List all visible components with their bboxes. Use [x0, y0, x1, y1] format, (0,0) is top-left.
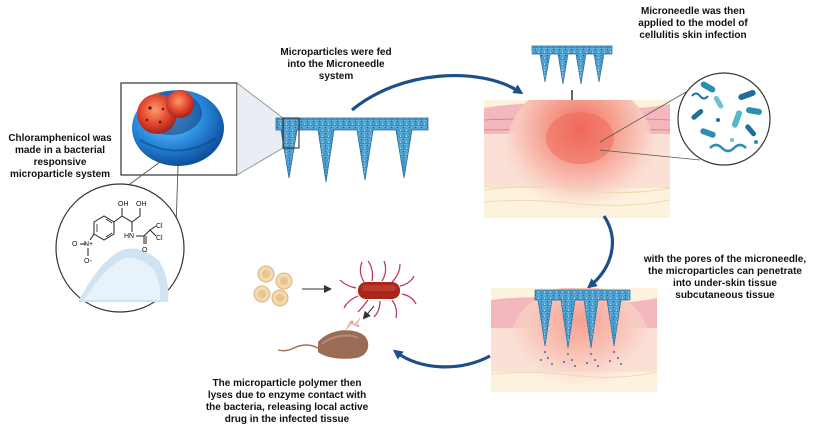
- cl-label-2: Cl: [156, 235, 163, 242]
- label-chloramphenicol: Chloramphenicol was made in a bacterial …: [8, 133, 112, 180]
- label-fed-into-microneedle: Microparticles were fed into the Microne…: [280, 47, 392, 82]
- skin-model-infected: [484, 100, 670, 218]
- label-polymer-lysis: The microparticle polymer then lyses due…: [205, 378, 369, 425]
- bacteria-zoom-circle: [677, 72, 771, 166]
- label-applied-to-skin: Microneedle was then applied to the mode…: [638, 6, 748, 41]
- chloramphenicol-molecule: OH OH Cl Cl HN O O N+ O-: [55, 183, 185, 313]
- microparticle-panel: [120, 82, 238, 176]
- n-plus-label: N+: [84, 241, 93, 248]
- skin-model-penetration: [491, 288, 657, 392]
- arrow-to-skin: [350, 73, 524, 112]
- oh-left-label: OH: [118, 201, 129, 208]
- o-minus-label: O-: [84, 258, 92, 265]
- arrow-to-penetration: [586, 215, 614, 289]
- nitro-o-label: O: [72, 241, 78, 248]
- lysis-illustration: [253, 260, 417, 359]
- carbonyl-o-label: O: [142, 247, 148, 254]
- cl-label-1: Cl: [156, 223, 163, 230]
- label-pores-penetration: with the pores of the microneedle, the m…: [643, 254, 807, 301]
- hn-label: HN: [124, 233, 134, 240]
- arrow-to-lysis: [392, 349, 491, 369]
- oh-right-label: OH: [136, 201, 147, 208]
- microneedle-loaded: [275, 117, 429, 183]
